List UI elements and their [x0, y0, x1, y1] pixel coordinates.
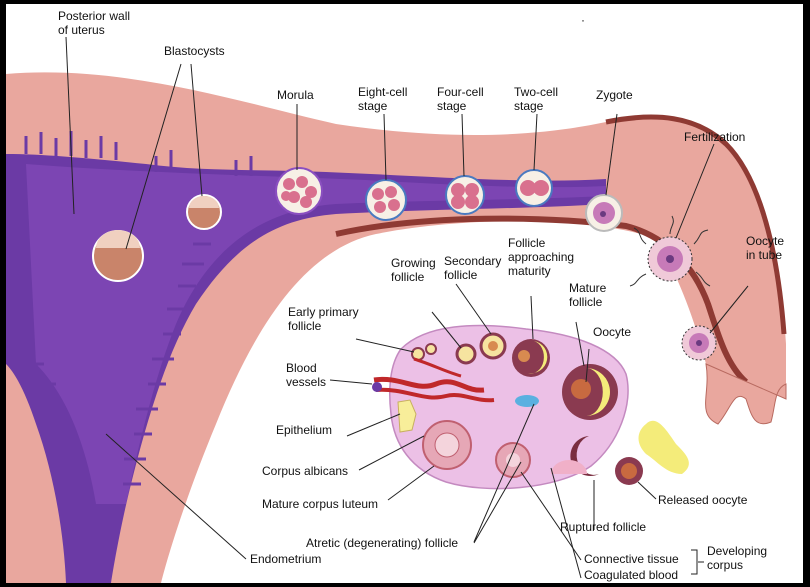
label-line: Released oocyte — [658, 493, 748, 507]
label-line: Eight-cell — [358, 85, 407, 99]
label-line: Corpus albicans — [262, 464, 348, 478]
two-cell-embryo — [516, 170, 552, 206]
label-line: Developing — [707, 544, 767, 558]
label-line: follicle — [391, 270, 425, 284]
speck: · — [581, 13, 585, 27]
label-line: Fertilization — [684, 130, 745, 144]
label-line: follicle — [569, 295, 603, 309]
label-endometrium: Endometrium — [250, 552, 321, 566]
label-line: Blastocysts — [164, 44, 225, 58]
label-line: Secondary — [444, 254, 501, 268]
eight-cell-embryo — [366, 180, 406, 220]
four-cell-embryo — [446, 176, 484, 214]
follicular-fluid — [639, 421, 689, 474]
label-line: Follicle — [508, 236, 546, 250]
label-line: Oocyte — [593, 325, 631, 339]
atretic-follicle — [496, 443, 530, 477]
blue-blob — [515, 395, 539, 407]
label-line: follicle — [444, 268, 478, 282]
label-line: Endometrium — [250, 552, 321, 566]
label-blastocysts: Blastocysts — [164, 44, 225, 58]
label-line: in tube — [746, 248, 782, 262]
label-line: stage — [358, 99, 388, 113]
secondary-follicle — [481, 334, 505, 358]
label-line: Mature — [569, 281, 607, 295]
label-corpus-albicans: Corpus albicans — [262, 464, 348, 478]
label-line: corpus — [707, 558, 743, 572]
label-line: Blood — [286, 361, 317, 375]
blastocyst-free — [187, 195, 221, 229]
label-line: Early primary — [288, 305, 359, 319]
label-line: Four-cell — [437, 85, 484, 99]
label-line: follicle — [288, 319, 322, 333]
label-line: stage — [514, 99, 544, 113]
label-line: Connective tissue — [584, 552, 679, 566]
label-fertilization: Fertilization — [684, 130, 745, 144]
mature-corpus-luteum — [423, 421, 471, 469]
label-line: Posterior wall — [58, 9, 130, 23]
label-line: of uterus — [58, 23, 105, 37]
label-line: Epithelium — [276, 423, 332, 437]
label-epithelium: Epithelium — [276, 423, 332, 437]
released-oocyte — [615, 457, 643, 485]
label-line: Atretic (degenerating) follicle — [306, 536, 458, 550]
label-line: Morula — [277, 88, 314, 102]
vessel-end — [372, 382, 382, 392]
label-released-oocyte: Released oocyte — [658, 493, 748, 507]
label-line: maturity — [508, 264, 551, 278]
label-line: Ruptured follicle — [560, 520, 646, 534]
label-connective-tissue: Connective tissue — [584, 552, 679, 566]
label-line: approaching — [508, 250, 574, 264]
label-zygote: Zygote — [596, 88, 633, 102]
mature-follicle — [562, 364, 618, 420]
growing-follicle — [457, 345, 475, 363]
zygote — [586, 195, 622, 231]
label-line: Two-cell — [514, 85, 558, 99]
morula — [276, 168, 322, 214]
label-coagulated-blood: Coagulated blood — [584, 568, 678, 582]
label-mature-corpus-luteum: Mature corpus luteum — [262, 497, 378, 511]
label-line: stage — [437, 99, 467, 113]
label-line: vessels — [286, 375, 326, 389]
label-oocyte: Oocyte — [593, 325, 631, 339]
label-morula: Morula — [277, 88, 314, 102]
label-ruptured-follicle: Ruptured follicle — [560, 520, 646, 534]
label-line: Mature corpus luteum — [262, 497, 378, 511]
label-line: Zygote — [596, 88, 633, 102]
label-line: Growing — [391, 256, 436, 270]
label-line: Coagulated blood — [584, 568, 678, 582]
label-line: Oocyte — [746, 234, 784, 248]
blastocyst-implanted — [93, 230, 143, 281]
label-atretic-follicle: Atretic (degenerating) follicle — [306, 536, 458, 550]
follicle-approaching-maturity — [512, 339, 550, 377]
